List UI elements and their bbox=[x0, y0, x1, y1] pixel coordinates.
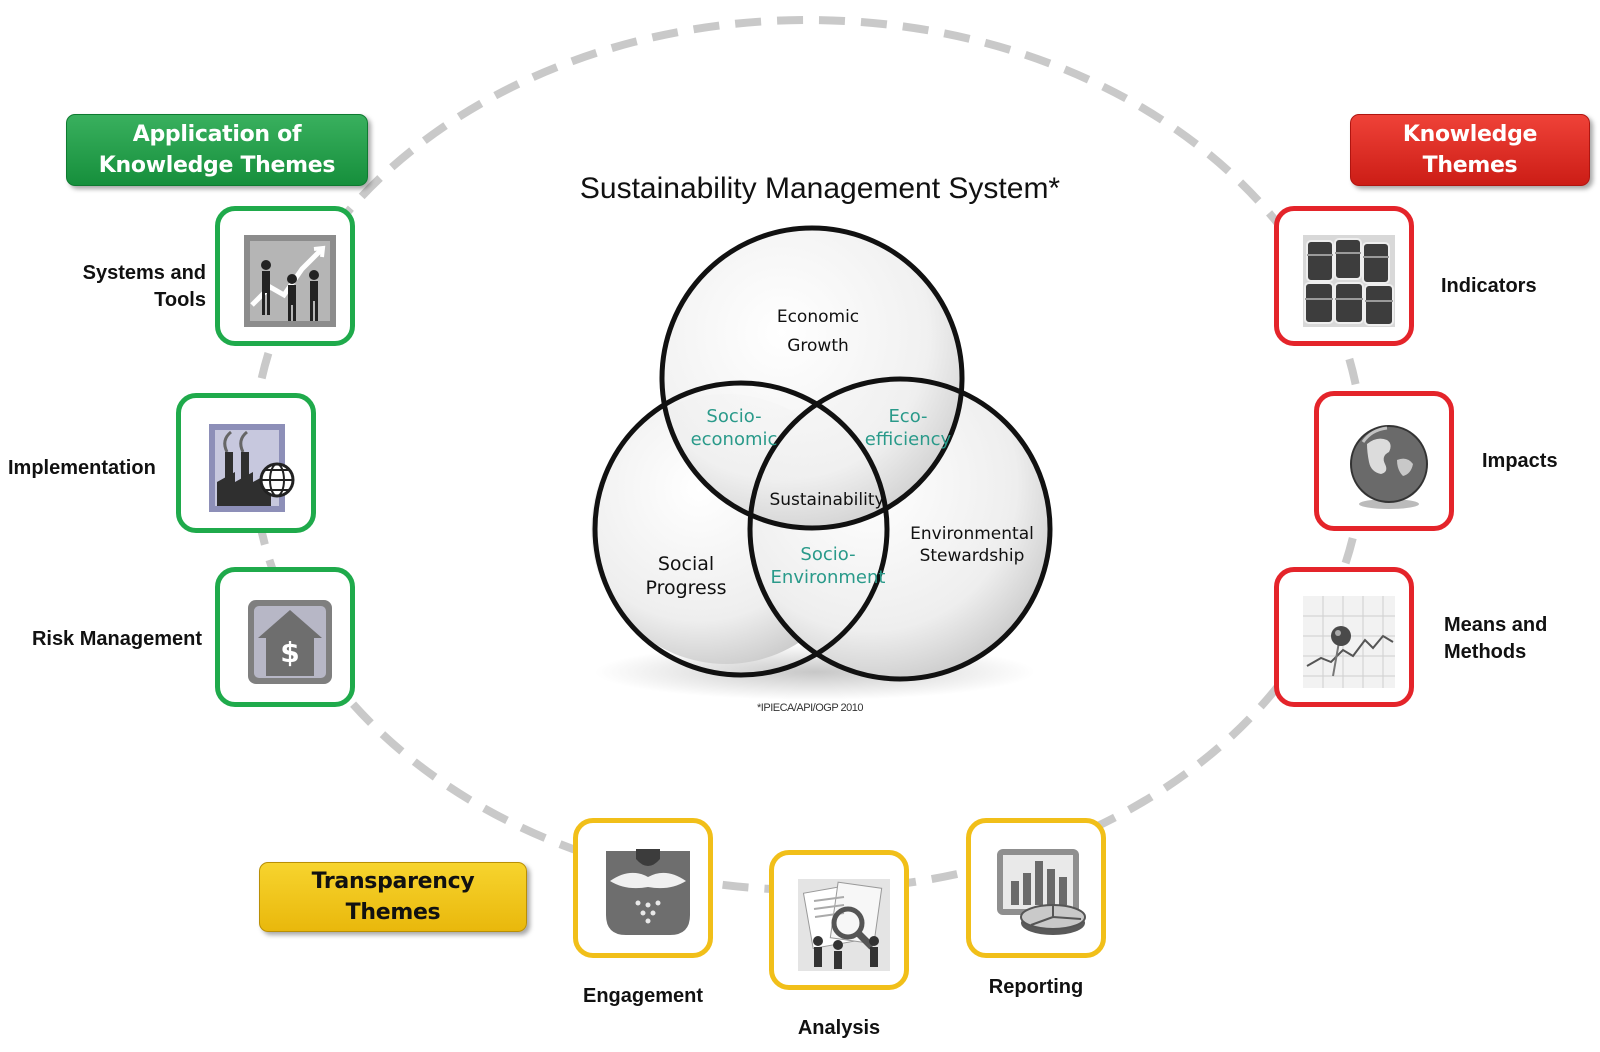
label-implementation: Implementation bbox=[8, 457, 156, 479]
tile-risk-management: $ bbox=[215, 567, 355, 707]
label-indicators: Indicators bbox=[1441, 275, 1537, 297]
label-engagement: Engagement bbox=[582, 985, 704, 1007]
tile-reporting bbox=[966, 818, 1106, 958]
magnifier-people-icon bbox=[798, 879, 890, 971]
factory-globe-icon bbox=[209, 424, 295, 512]
venn-label-socio-environment-1: Socio- bbox=[800, 544, 855, 565]
globe-icon bbox=[1350, 425, 1428, 509]
label-reporting: Reporting bbox=[988, 976, 1084, 998]
venn-label-economic-2: Growth bbox=[787, 336, 849, 356]
svg-text:$: $ bbox=[280, 636, 299, 669]
handshake-icon bbox=[606, 849, 690, 935]
business-people-chart-icon bbox=[244, 235, 336, 327]
tile-indicators bbox=[1274, 206, 1414, 346]
venn-label-center: Sustainability bbox=[769, 490, 884, 510]
venn-label-environmental-1: Environmental bbox=[910, 524, 1034, 544]
house-dollar-icon: $ bbox=[248, 600, 332, 684]
banner-application-of-knowledge-themes: Application of Knowledge Themes bbox=[66, 114, 368, 186]
tile-implementation bbox=[176, 393, 316, 533]
tile-impacts bbox=[1314, 391, 1454, 531]
venn-circle-economic bbox=[662, 228, 962, 528]
diagram-title: Sustainability Management System* bbox=[579, 172, 1061, 205]
citation: *IPIECA/API/OGP 2010 bbox=[757, 702, 863, 714]
venn-label-socio-economic-1: Socio- bbox=[706, 406, 761, 427]
label-systems-and-tools: Systems and Tools bbox=[82, 262, 206, 311]
venn-label-social-2: Progress bbox=[645, 577, 726, 599]
venn-label-economic-1: Economic bbox=[777, 307, 859, 327]
tile-means-and-methods bbox=[1274, 567, 1414, 707]
banner-knowledge-themes: Knowledge Themes bbox=[1350, 114, 1590, 186]
venn-label-environmental-2: Stewardship bbox=[920, 546, 1025, 566]
venn-label-social-1: Social bbox=[658, 553, 714, 575]
venn-label-eco-efficiency-1: Eco- bbox=[888, 406, 927, 427]
monitor-pie-chart-icon bbox=[997, 849, 1086, 935]
chart-pushpin-icon bbox=[1303, 596, 1395, 688]
banner-transparency-themes: Transparency Themes bbox=[259, 862, 527, 932]
label-analysis: Analysis bbox=[797, 1017, 881, 1039]
barrels-icon bbox=[1303, 235, 1395, 327]
label-means-and-methods: Means and Methods bbox=[1444, 614, 1548, 663]
tile-analysis bbox=[769, 850, 909, 990]
venn-label-socio-environment-2: Environment bbox=[771, 567, 886, 588]
tile-systems-and-tools bbox=[215, 206, 355, 346]
label-risk-management: Risk Management bbox=[31, 628, 202, 650]
venn-label-socio-economic-2: economic bbox=[691, 429, 778, 450]
venn-label-eco-efficiency-2: efficiency bbox=[865, 429, 952, 450]
tile-engagement bbox=[573, 818, 713, 958]
label-impacts: Impacts bbox=[1482, 450, 1558, 472]
